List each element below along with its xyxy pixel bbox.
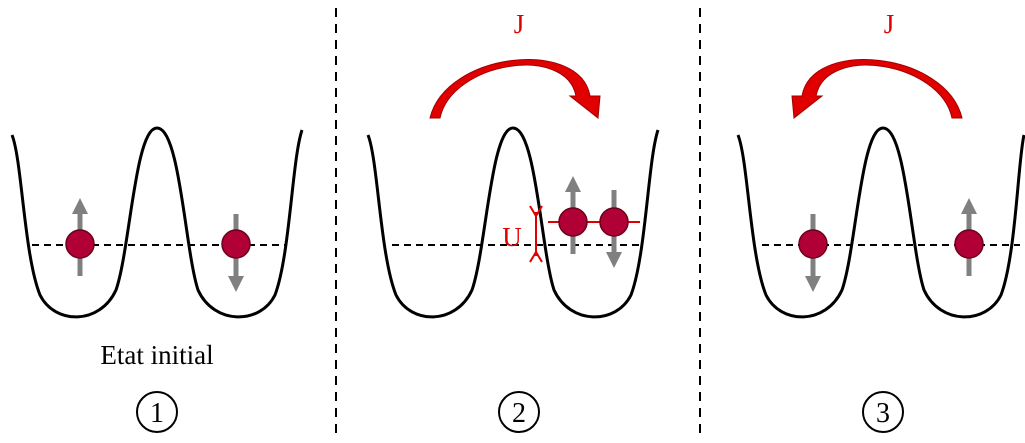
spin-down-particle-icon	[222, 214, 250, 284]
spin-up-particle-icon	[66, 206, 94, 276]
panel-2-number: 2	[512, 398, 526, 429]
spin-up-particle-icon	[955, 206, 983, 276]
panel-1-number: 1	[150, 398, 164, 429]
panel-1: Etat initial 1	[12, 128, 302, 432]
spin-down-particle-icon	[600, 190, 628, 260]
spin-down-particle-icon	[799, 214, 827, 284]
panel-1-label: Etat initial	[100, 340, 213, 370]
panel-3-number: 3	[876, 398, 890, 429]
panel-3: J 3	[738, 9, 1024, 432]
interaction-label: U	[502, 222, 522, 252]
double-well-potential-icon	[738, 128, 1024, 317]
panel-2: U J 2	[368, 9, 658, 432]
hopping-arrow-icon	[430, 60, 600, 118]
hop-label: J	[514, 9, 525, 39]
double-well-potential-icon	[12, 128, 302, 317]
spin-up-particle-icon	[559, 184, 587, 254]
hopping-arrow-icon	[792, 60, 962, 118]
hop-label: J	[884, 9, 895, 39]
